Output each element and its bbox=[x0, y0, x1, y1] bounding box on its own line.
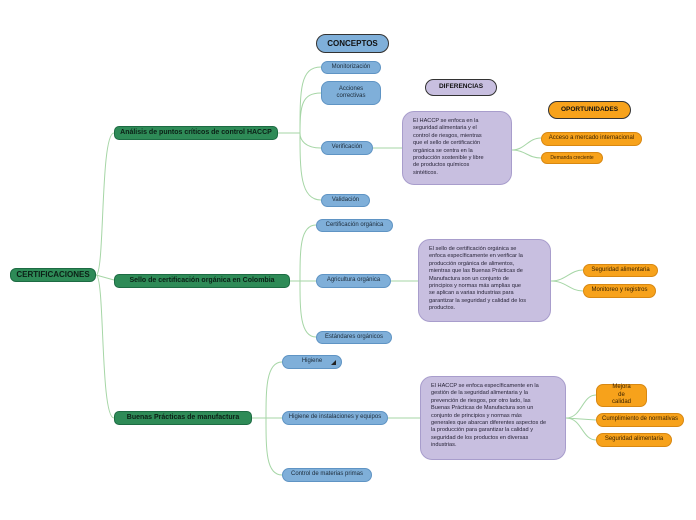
opp-cumplimiento-normativas[interactable]: Cumplimiento de normativas bbox=[596, 413, 684, 427]
branch-sello-organico[interactable]: Sello de certificación orgánica en Colom… bbox=[114, 274, 290, 288]
child-control-materias-primas[interactable]: Control de materias primas bbox=[282, 468, 372, 482]
oportunidades-header: OPORTUNIDADES bbox=[548, 101, 631, 119]
opp-demanda-creciente[interactable]: Demanda creciente bbox=[541, 152, 603, 164]
child-higiene-label: Higiene bbox=[301, 358, 323, 365]
child-estandares-organicos[interactable]: Estándares orgánicos bbox=[316, 331, 392, 344]
child-acciones-correctivas[interactable]: Acciones correctivas bbox=[321, 81, 381, 105]
opp-seguridad-alimentaria-1[interactable]: Seguridad alimentaria bbox=[583, 264, 658, 277]
child-agricultura-organica[interactable]: Agricultura orgánica bbox=[316, 274, 391, 288]
opp-seguridad-alimentaria-2[interactable]: Seguridad alimentaria bbox=[596, 433, 672, 447]
opp-monitoreo-registros[interactable]: Monitoreo y registros bbox=[583, 284, 656, 298]
root-node[interactable]: CERTIFICACIONES bbox=[10, 268, 96, 282]
diferencias-header: DIFERENCIAS bbox=[425, 79, 497, 96]
child-higiene-instalaciones[interactable]: Higiene de instalaciones y equipos bbox=[282, 411, 388, 425]
branch-haccp[interactable]: Análisis de puntos críticos de control H… bbox=[114, 126, 278, 140]
opp-acceso-mercado[interactable]: Acceso a mercado internacional bbox=[541, 132, 642, 146]
description-bpm[interactable]: El HACCP se enfoca específicamente en la… bbox=[420, 376, 566, 460]
description-sello-organico[interactable]: El sello de certificación orgánica se en… bbox=[418, 239, 551, 322]
child-certificacion-organica[interactable]: Certificación orgánica bbox=[316, 219, 393, 232]
child-higiene[interactable]: Higiene bbox=[282, 355, 342, 369]
opp-mejora-calidad[interactable]: Mejora de calidad bbox=[596, 384, 647, 407]
collapse-triangle-icon[interactable] bbox=[331, 360, 336, 365]
child-monitorizacion[interactable]: Monitorización bbox=[321, 61, 381, 74]
description-haccp[interactable]: El HACCP se enfoca en la seguridad alime… bbox=[402, 111, 512, 185]
child-validacion[interactable]: Validación bbox=[321, 194, 370, 207]
branch-bpm[interactable]: Buenas Prácticas de manufactura bbox=[114, 411, 252, 425]
child-verificacion[interactable]: Verificación bbox=[321, 141, 373, 155]
conceptos-header: CONCEPTOS bbox=[316, 34, 389, 53]
